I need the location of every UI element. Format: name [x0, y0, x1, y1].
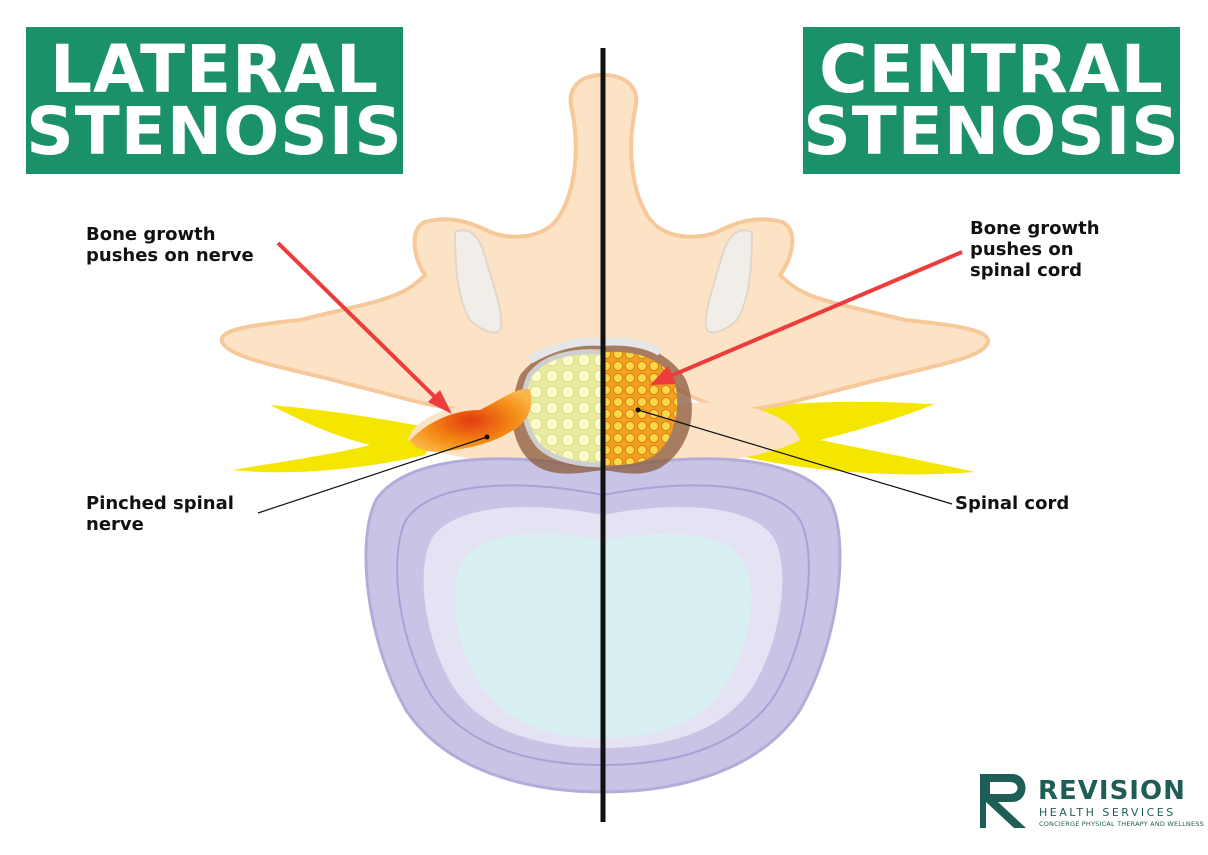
logo-tagline: CONCIERGE PHYSICAL THERAPY AND WELLNESS — [1039, 820, 1204, 828]
leader-pinched-nerve — [257, 436, 488, 514]
arrow-left-head — [428, 390, 452, 414]
label-pinched-line2: nerve — [86, 514, 144, 535]
label-bone-growth-cord: Bone growth pushes on spinal cord — [970, 218, 1100, 281]
title-lateral-stenosis: LATERAL STENOSIS — [26, 27, 403, 174]
label-spinal-cord: Spinal cord — [955, 493, 1069, 514]
title-central-line2: STENOSIS — [803, 92, 1180, 170]
title-central-line1: CENTRAL — [819, 30, 1164, 108]
label-pinched-spinal-nerve: Pinched spinal nerve — [86, 493, 234, 535]
leader-spinal-cord-dot — [635, 407, 641, 413]
leader-pinched-nerve-dot — [484, 434, 490, 440]
label-bone-growth-nerve-line2: pushes on nerve — [86, 245, 254, 266]
label-bone-growth-nerve: Bone growth pushes on nerve — [86, 224, 254, 266]
revision-logo: REVISION HEALTH SERVICES CONCIERGE PHYSI… — [978, 770, 1204, 834]
arrow-left-shaft — [276, 241, 442, 404]
logo-brand: REVISION — [1038, 776, 1186, 806]
arrow-right-shaft — [665, 250, 963, 380]
leader-lines — [257, 407, 953, 514]
pointer-arrows — [276, 241, 963, 414]
label-bone-growth-cord-line1: Bone growth — [970, 218, 1100, 239]
title-lateral-line1: LATERAL — [49, 30, 380, 108]
label-bone-growth-cord-line2: pushes on — [970, 239, 1074, 260]
label-bone-growth-nerve-line1: Bone growth — [86, 224, 216, 245]
left-nerve-root — [232, 405, 440, 473]
title-central-stenosis: CENTRAL STENOSIS — [803, 27, 1180, 174]
label-spinal-cord-text: Spinal cord — [955, 493, 1070, 514]
logo-subtitle: HEALTH SERVICES — [1039, 806, 1176, 819]
revision-logo-mark — [980, 774, 1026, 828]
arrow-right-head — [650, 366, 676, 385]
label-pinched-line1: Pinched spinal — [86, 493, 234, 514]
label-bone-growth-cord-line3: spinal cord — [970, 260, 1082, 281]
right-facet-joint — [704, 229, 754, 334]
leader-spinal-cord — [637, 409, 953, 505]
title-lateral-line2: STENOSIS — [26, 92, 403, 170]
lateral-bone-growth — [410, 389, 532, 452]
left-facet-joint — [453, 229, 503, 334]
